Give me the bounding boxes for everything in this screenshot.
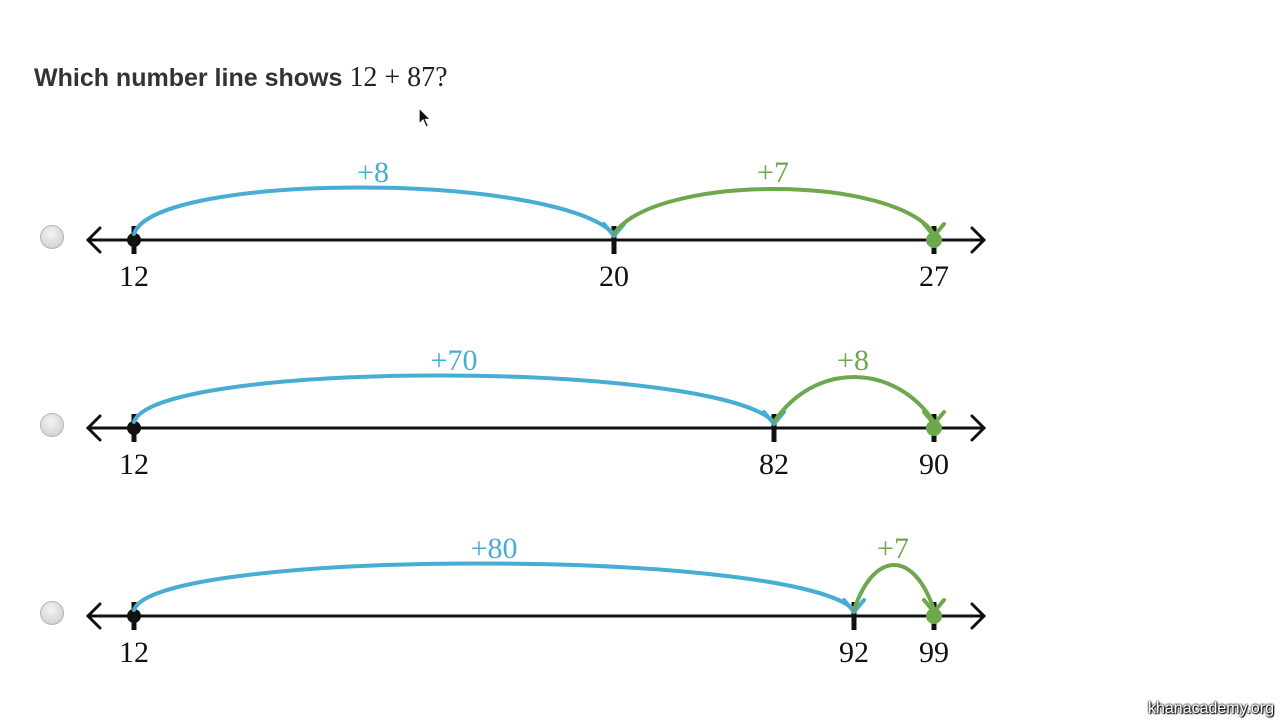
choice-1-start-point — [127, 233, 141, 247]
choice-3-radio[interactable] — [40, 601, 64, 625]
choice-2-left-arrow-icon — [85, 414, 102, 442]
choice-3-left-arrow-icon — [85, 602, 102, 630]
choice-3-start-point — [127, 609, 141, 623]
arrow-cursor-icon — [418, 107, 432, 128]
choice-1-jump-2-arc — [612, 187, 936, 236]
choice-1-jump-1-arc — [132, 185, 616, 236]
choice-3-jump-2-label: +7 — [877, 532, 909, 565]
choice-2-label-3: 90 — [919, 448, 949, 481]
choice-1-end-point — [926, 232, 942, 248]
choice-2-end-point — [926, 420, 942, 436]
choice-3-jump-2-arc — [852, 563, 936, 612]
choice-3-jump-1-arrowhead-icon — [842, 598, 866, 614]
choice-1-radio[interactable] — [40, 225, 64, 249]
choice-2-radio[interactable] — [40, 413, 64, 437]
choice-3-label-1: 12 — [119, 636, 149, 669]
choice-3-label-3: 99 — [919, 636, 949, 669]
choice-2-label-2: 82 — [759, 448, 789, 481]
choice-2-start-point — [127, 421, 141, 435]
choice-1-right-arrow-icon — [970, 226, 987, 254]
question-expression: 12 + 87? — [349, 62, 448, 93]
watermark: khanacademy.org — [1148, 700, 1274, 717]
question-prefix: Which number line shows — [34, 64, 350, 92]
choice-2-jump-1-label: +70 — [431, 344, 478, 377]
choice-1-jump-1-label: +8 — [357, 156, 389, 189]
choice-1-jump-2-label: +7 — [757, 156, 789, 189]
choice-2-label-1: 12 — [119, 448, 149, 481]
choice-1-label-1: 12 — [119, 260, 149, 293]
choice-3-end-point — [926, 608, 942, 624]
choice-1-label-3: 27 — [919, 260, 949, 293]
choice-1-label-2: 20 — [599, 260, 629, 293]
choice-1-left-arrow-icon — [85, 226, 102, 254]
choice-2-right-arrow-icon — [970, 414, 987, 442]
choice-2-jump-2-label: +8 — [837, 344, 869, 377]
choice-2-jump-1-arc — [132, 373, 776, 424]
choice-3-right-arrow-icon — [970, 602, 987, 630]
question-text: Which number line shows 12 + 87? — [34, 62, 448, 94]
choice-2-jump-2-arc — [772, 375, 936, 424]
choice-3-label-2: 92 — [839, 636, 869, 669]
choice-3-jump-1-arc — [132, 561, 856, 612]
choice-3-jump-1-label: +80 — [471, 532, 518, 565]
